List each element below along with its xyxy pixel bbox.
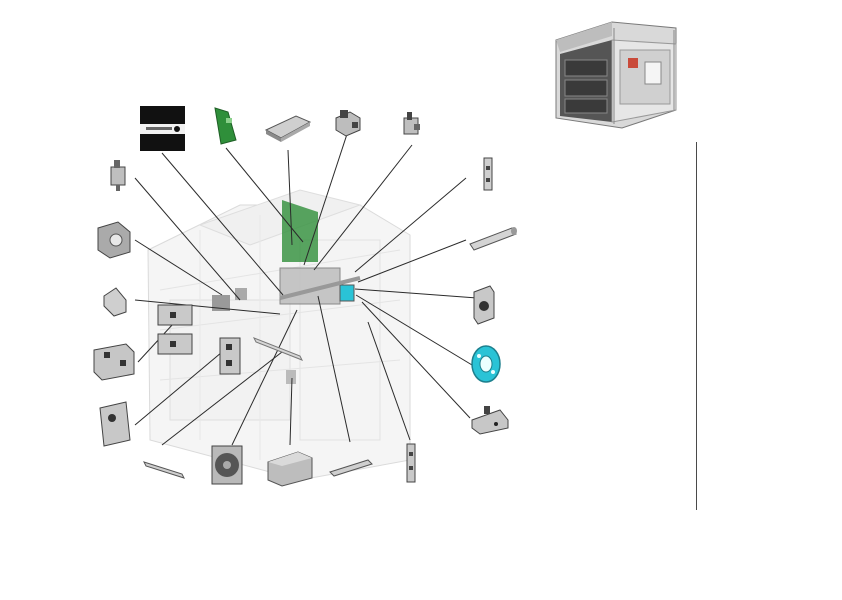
shaft-part (469, 227, 517, 251)
long-bracket-part (406, 443, 416, 483)
cable-strip-part (329, 459, 373, 477)
divider-line (696, 142, 697, 510)
diagonal-rod-part (252, 337, 304, 361)
pulley-part (471, 345, 501, 383)
small-switch-part (219, 337, 241, 375)
block-part (267, 451, 313, 487)
assembly-thumbnail (555, 21, 677, 129)
power-switch-part (110, 160, 126, 191)
leader-lines (134, 124, 478, 446)
latch-part (103, 287, 127, 317)
fan-part (211, 445, 243, 485)
rod-part (143, 461, 185, 479)
hinge-part (97, 221, 131, 259)
sensor-part (403, 112, 420, 135)
label-plate-part (140, 106, 185, 151)
mount-bracket-part (93, 343, 135, 381)
side-rail-part (483, 157, 493, 191)
plate-part (99, 401, 131, 447)
bracket-a-part (335, 110, 361, 137)
cover-part (157, 304, 193, 355)
tab-bracket-part (471, 406, 509, 435)
circuit-board-part (214, 107, 237, 145)
bracket-b-part (473, 285, 495, 325)
filter-pad-part (264, 115, 312, 142)
